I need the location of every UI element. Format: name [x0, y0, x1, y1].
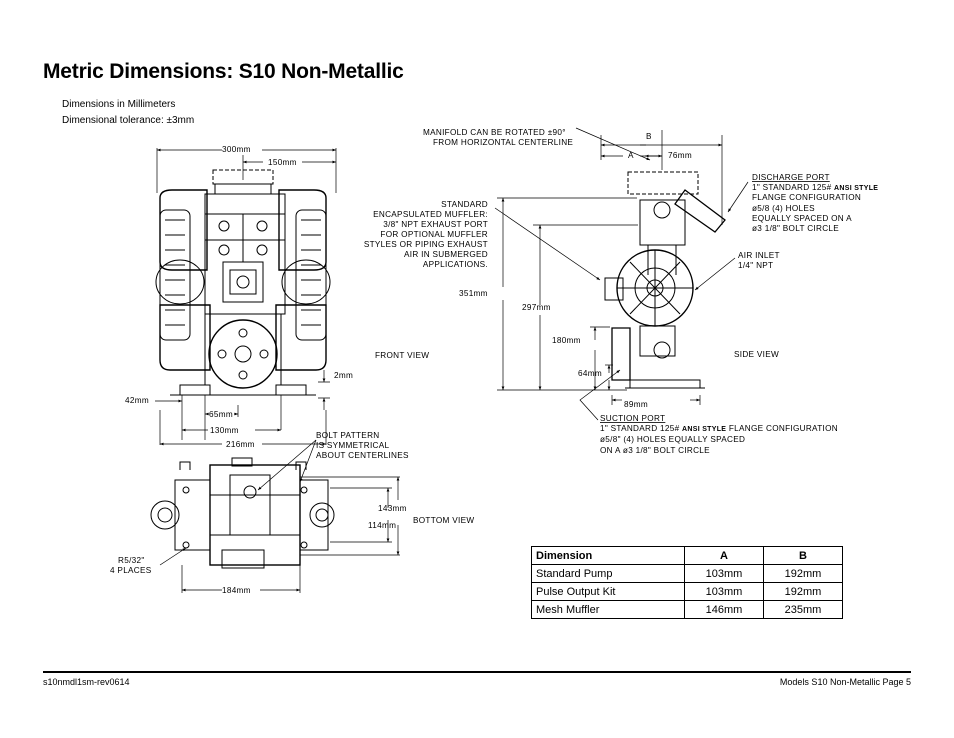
dim-351mm: 351mm	[459, 289, 488, 298]
suction-line-2: ø5/8" (4) HOLES EQUALLY SPACED	[600, 435, 745, 444]
discharge-line-4: EQUALLY SPACED ON A	[752, 214, 852, 223]
row-name: Mesh Muffler	[531, 600, 685, 619]
row-b: 192mm	[762, 564, 844, 583]
page-footer: Models S10 Non-Metallic Page 5	[779, 677, 911, 687]
side-view-drawing	[604, 171, 726, 389]
front-view-label: FRONT VIEW	[375, 351, 429, 360]
dim-130mm: 130mm	[210, 426, 239, 435]
bolt-note-line-1: BOLT PATTERN	[316, 431, 380, 440]
bottom-view-label: BOTTOM VIEW	[413, 516, 474, 525]
dim-184mm: 184mm	[222, 586, 251, 595]
air-inlet-line-1: AIR INLET	[738, 251, 780, 260]
row-name: Standard Pump	[531, 564, 685, 583]
suction-line-3: ON A ø3 1/8" BOLT CIRCLE	[600, 446, 710, 455]
muffler-note-line-4: FOR OPTIONAL MUFFLER	[380, 230, 488, 239]
muffler-note-line-7: APPLICATIONS.	[423, 260, 488, 269]
dim-216mm: 216mm	[226, 440, 255, 449]
front-view-dimensions	[155, 148, 337, 446]
dim-2mm: 2mm	[334, 371, 353, 380]
dim-64mm: 64mm	[578, 369, 602, 378]
front-view-drawing	[155, 169, 331, 396]
discharge-line-1: 1" STANDARD 125# ANSI STYLE	[752, 183, 878, 192]
suction-port-title: SUCTION PORT	[600, 414, 665, 423]
muffler-note-line-2: ENCAPSULATED MUFFLER:	[373, 210, 488, 219]
manifold-note-line-1: MANIFOLD CAN BE ROTATED ±90°	[423, 128, 566, 137]
radius-note-line-2: 4 PLACES	[110, 566, 152, 575]
discharge-line-2: FLANGE CONFIGURATION	[752, 193, 861, 202]
dim-89mm: 89mm	[624, 400, 648, 409]
dimension-table: Dimension A B Standard Pump 103mm 192mm …	[531, 546, 844, 619]
dim-42mm: 42mm	[125, 396, 149, 405]
bottom-view-drawing	[150, 457, 335, 569]
dim-300mm: 300mm	[222, 145, 251, 154]
row-name: Pulse Output Kit	[531, 582, 685, 601]
dim-114mm: 114mm	[368, 521, 396, 530]
row-b: 192mm	[762, 582, 844, 601]
discharge-port-title: DISCHARGE PORT	[752, 173, 830, 182]
muffler-note-line-5: STYLES OR PIPING EXHAUST	[364, 240, 488, 249]
side-view-dimensions	[494, 127, 749, 421]
table-row: Pulse Output Kit 103mm 192mm	[531, 582, 844, 601]
radius-note-line-1: R5/32"	[118, 556, 145, 565]
dim-65mm: 65mm	[209, 410, 233, 419]
muffler-note-line-1: STANDARD	[441, 200, 488, 209]
dim-A: A	[628, 151, 634, 160]
header-dimension: Dimension	[531, 546, 685, 565]
discharge-line-5: ø3 1/8" BOLT CIRCLE	[752, 224, 839, 233]
table-header-row: Dimension A B	[531, 546, 844, 565]
muffler-note-line-6: AIR IN SUBMERGED	[404, 250, 488, 259]
row-a: 103mm	[684, 564, 764, 583]
side-view-label: SIDE VIEW	[734, 350, 779, 359]
bolt-note-line-3: ABOUT CENTERLINES	[316, 451, 409, 460]
dim-150mm: 150mm	[268, 158, 297, 167]
units-note: Dimensions in Millimeters	[62, 99, 176, 110]
page-title: Metric Dimensions: S10 Non-Metallic	[43, 60, 404, 83]
dim-76mm: 76mm	[668, 151, 692, 160]
table-row: Mesh Muffler 146mm 235mm	[531, 600, 844, 619]
header-b: B	[762, 546, 844, 565]
dim-297mm: 297mm	[522, 303, 551, 312]
dim-180mm: 180mm	[552, 336, 581, 345]
suction-line-1: 1" STANDARD 125# ANSI STYLE FLANGE CONFI…	[600, 424, 838, 433]
dim-143mm: 143mm	[378, 504, 407, 513]
row-a: 146mm	[684, 600, 764, 619]
manifold-note-line-2: FROM HORIZONTAL CENTERLINE	[433, 138, 573, 147]
muffler-note-line-3: 3/8" NPT EXHAUST PORT	[383, 220, 488, 229]
row-b: 235mm	[762, 600, 844, 619]
discharge-line-3: ø5/8 (4) HOLES	[752, 204, 815, 213]
bottom-view-dimensions	[159, 439, 400, 593]
document-code: s10nmdl1sm-rev0614	[43, 677, 130, 687]
bolt-note-line-2: IS SYMMETRICAL	[316, 441, 389, 450]
footer-divider	[43, 671, 911, 673]
table-row: Standard Pump 103mm 192mm	[531, 564, 844, 583]
header-a: A	[684, 546, 764, 565]
tolerance-note: Dimensional tolerance: ±3mm	[62, 115, 195, 126]
air-inlet-line-2: 1/4" NPT	[738, 261, 773, 270]
row-a: 103mm	[684, 582, 764, 601]
dim-B: B	[646, 132, 652, 141]
